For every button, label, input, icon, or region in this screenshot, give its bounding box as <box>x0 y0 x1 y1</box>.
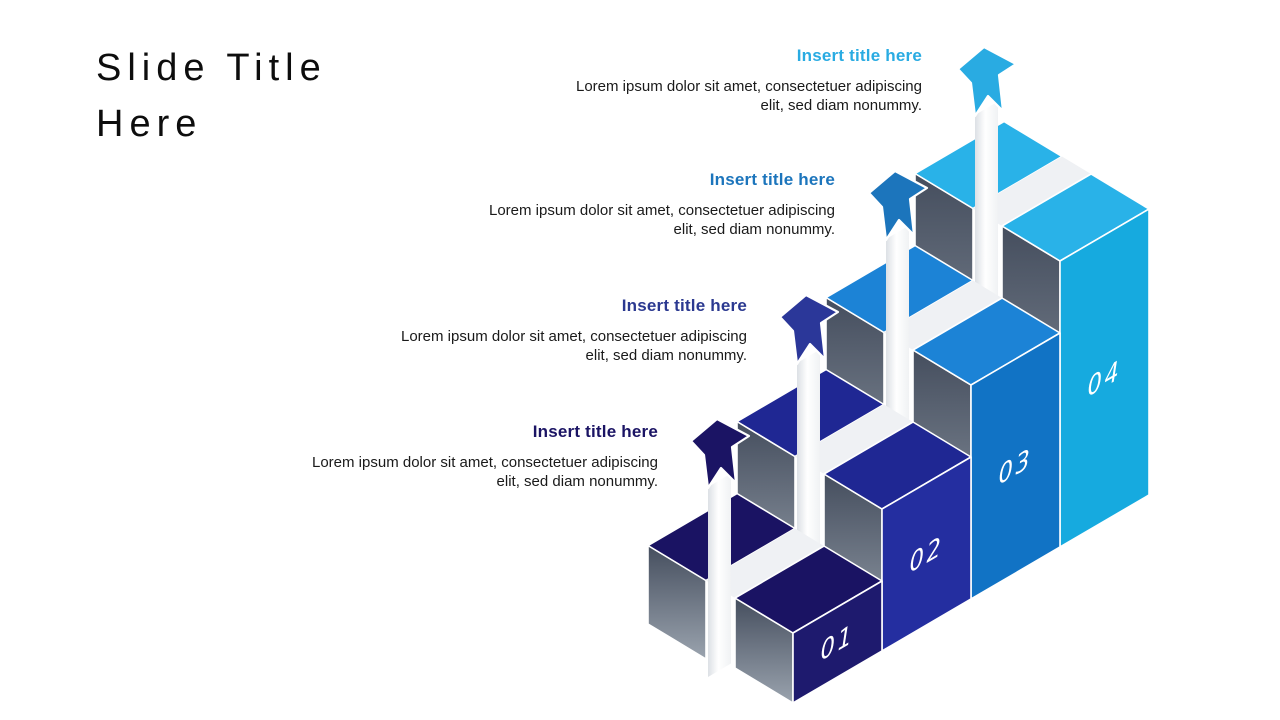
callout-step-04: Insert title here Lorem ipsum dolor sit … <box>502 46 922 115</box>
slide-title-line1: Slide Title <box>96 47 327 89</box>
step-01-ribbon <box>708 473 731 677</box>
step-01-up-arrow-icon <box>689 417 751 490</box>
step-04-up-arrow-icon <box>956 45 1018 118</box>
callout-body-line2: elit, sed diam nonummy. <box>673 221 835 238</box>
step-01-slot <box>706 528 824 598</box>
callout-body-line1: Lorem ipsum dolor sit amet, consectetuer… <box>312 454 658 471</box>
callout-body: Lorem ipsum dolor sit amet, consectetuer… <box>415 201 835 239</box>
step-02-up-arrow-icon <box>778 293 840 366</box>
callout-title: Insert title here <box>709 170 835 189</box>
callout-title: Insert title here <box>796 46 922 65</box>
slide-title: Slide Title Here <box>96 40 327 152</box>
callout-body: Lorem ipsum dolor sit amet, consectetuer… <box>502 77 922 115</box>
callout-step-03: Insert title here Lorem ipsum dolor sit … <box>415 170 835 239</box>
step-02-slot <box>795 404 913 474</box>
callout-body: Lorem ipsum dolor sit amet, consectetuer… <box>238 453 658 491</box>
step-01-front-face <box>792 580 883 704</box>
callout-body-line2: elit, sed diam nonummy. <box>585 347 747 364</box>
callout-title: Insert title here <box>621 296 747 315</box>
callout-step-02: Insert title here Lorem ipsum dolor sit … <box>327 296 747 365</box>
callout-body-line1: Lorem ipsum dolor sit amet, consectetuer… <box>576 78 922 95</box>
step-04-slot <box>973 156 1091 226</box>
callout-body-line1: Lorem ipsum dolor sit amet, consectetuer… <box>489 202 835 219</box>
callout-title: Insert title here <box>532 422 658 441</box>
slide-title-line2: Here <box>96 103 203 145</box>
step-03-slot <box>884 280 1002 350</box>
callout-step-01: Insert title here Lorem ipsum dolor sit … <box>238 422 658 491</box>
callout-body: Lorem ipsum dolor sit amet, consectetuer… <box>327 327 747 365</box>
step-03-up-arrow-icon <box>867 169 929 242</box>
callout-body-line2: elit, sed diam nonummy. <box>496 473 658 490</box>
callout-body-line1: Lorem ipsum dolor sit amet, consectetuer… <box>401 328 747 345</box>
callout-body-line2: elit, sed diam nonummy. <box>760 97 922 114</box>
